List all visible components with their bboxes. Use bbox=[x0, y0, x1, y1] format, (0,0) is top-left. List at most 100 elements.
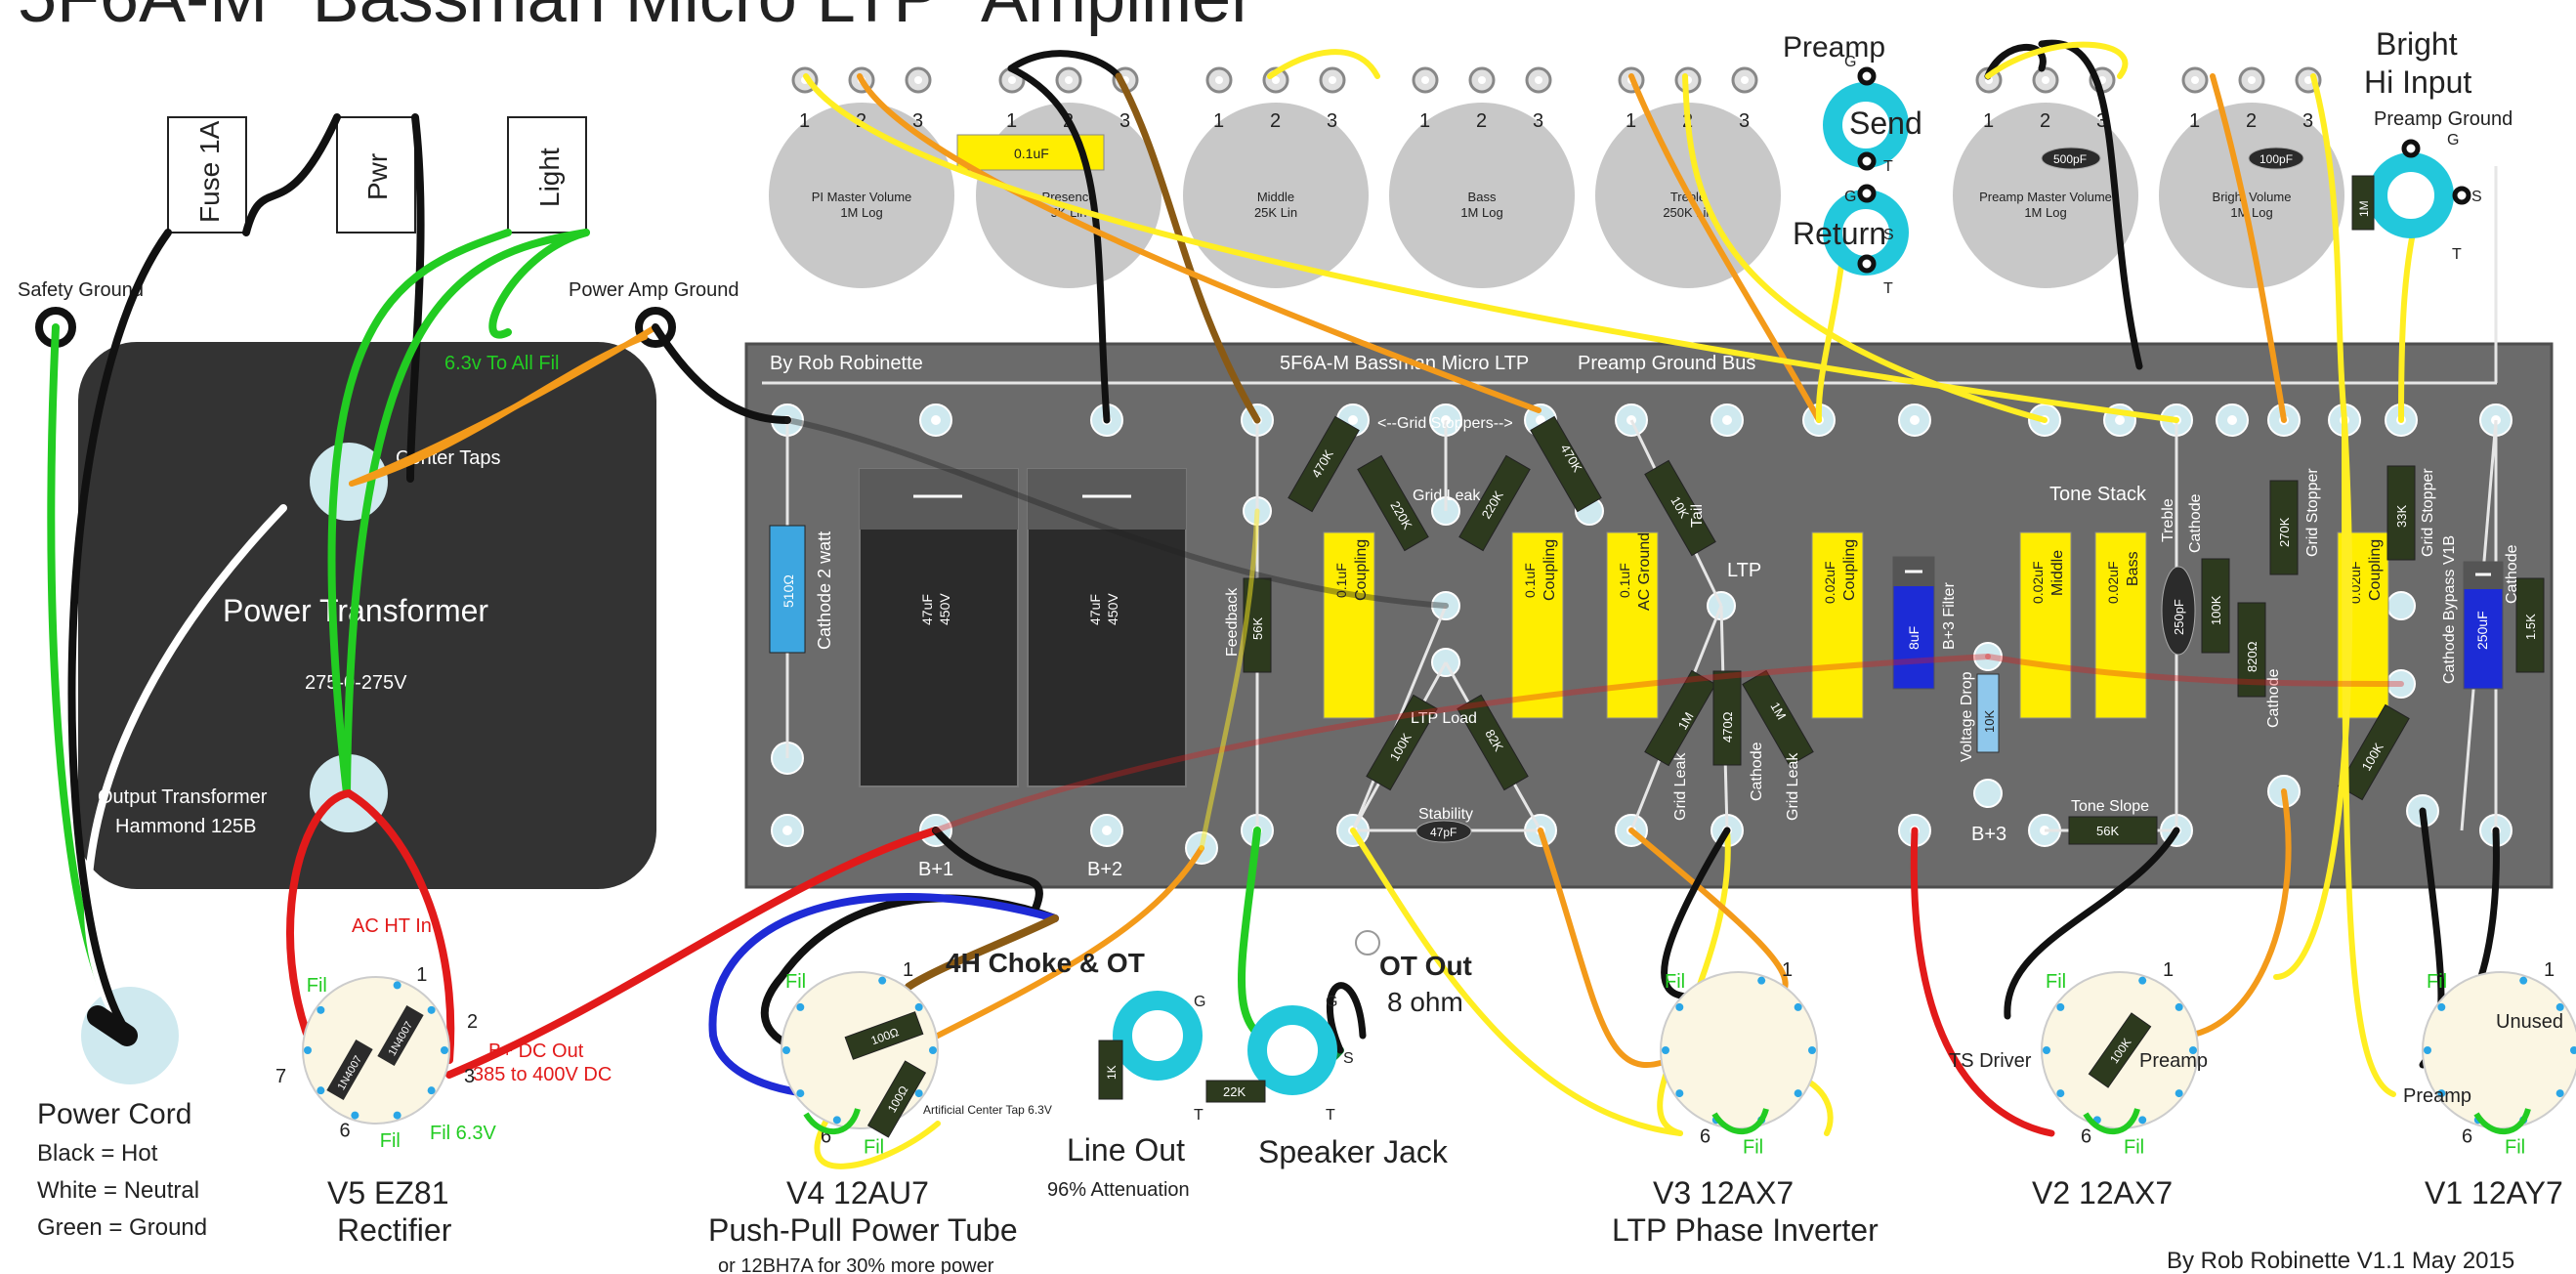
socket-pin bbox=[2437, 1089, 2446, 1098]
fuse-holder: Fuse 1A bbox=[167, 116, 247, 234]
svg-text:B+3: B+3 bbox=[1971, 824, 2006, 845]
svg-text:22K: 22K bbox=[1223, 1084, 1246, 1099]
svg-text:0.02uF: 0.02uF bbox=[1822, 561, 1837, 604]
power-switch: Pwr bbox=[336, 116, 416, 234]
pilot-light: Light bbox=[507, 116, 587, 234]
socket-pin bbox=[2424, 1046, 2431, 1054]
svg-text:Cathode: Cathode bbox=[2504, 544, 2520, 604]
svg-text:Push-Pull Power Tube: Push-Pull Power Tube bbox=[708, 1212, 1018, 1248]
socket-pin bbox=[782, 1046, 790, 1054]
svg-text:G: G bbox=[1326, 994, 1337, 1010]
preamp-master-cap: 500pF bbox=[2041, 147, 2101, 170]
filament-jumper bbox=[2083, 1108, 2140, 1135]
filament-jumper bbox=[803, 1108, 861, 1135]
socket-pin bbox=[2175, 1089, 2183, 1098]
svg-text:or 12BH7A for 30% more power: or 12BH7A for 30% more power bbox=[718, 1255, 994, 1274]
socket-pin-label: Fil bbox=[864, 1137, 884, 1159]
svg-text:Pwr: Pwr bbox=[362, 153, 393, 200]
r510-label: 510Ω bbox=[781, 574, 796, 608]
svg-text:Line Out: Line Out bbox=[1067, 1132, 1185, 1168]
svg-text:Cathode: Cathode bbox=[1749, 742, 1765, 801]
svg-text:4H Choke & OT: 4H Choke & OT bbox=[946, 948, 1145, 978]
svg-text:S: S bbox=[1343, 1050, 1354, 1067]
svg-text:820Ω: 820Ω bbox=[2245, 641, 2259, 672]
socket-pin-label: Fil bbox=[2505, 1137, 2525, 1159]
socket-pin bbox=[2056, 1089, 2065, 1098]
svg-text:T: T bbox=[1194, 1107, 1204, 1124]
svg-text:Tone Stack: Tone Stack bbox=[2049, 484, 2147, 505]
socket-pin bbox=[393, 1111, 401, 1120]
svg-text:Artificial Center Tap 6.3V: Artificial Center Tap 6.3V bbox=[923, 1103, 1052, 1117]
svg-text:56K: 56K bbox=[1250, 617, 1265, 640]
speaker-jack[interactable]: 22K bbox=[1205, 930, 1380, 1103]
svg-text:Coupling: Coupling bbox=[2367, 539, 2384, 601]
pot-value: 1M Log bbox=[2230, 205, 2272, 220]
svg-text:T: T bbox=[1326, 1107, 1335, 1124]
svg-text:0.1uF: 0.1uF bbox=[1014, 146, 1049, 161]
svg-text:<--Grid Stoppers-->: <--Grid Stoppers--> bbox=[1377, 415, 1513, 432]
socket-pin bbox=[2189, 1046, 2197, 1054]
svg-text:V5 EZ81: V5 EZ81 bbox=[327, 1175, 449, 1210]
svg-text:270K: 270K bbox=[2277, 517, 2292, 547]
return-jack[interactable] bbox=[1823, 184, 1909, 276]
power-cord-black: Black = Hot bbox=[37, 1140, 158, 1167]
socket-pin bbox=[317, 1086, 325, 1095]
svg-text:Coupling: Coupling bbox=[1353, 539, 1370, 601]
pot-name: Preamp Master Volume bbox=[1979, 190, 2112, 204]
svg-text:V2 12AX7: V2 12AX7 bbox=[2032, 1175, 2173, 1210]
middle-eyelets bbox=[771, 496, 2439, 828]
pot-name: Middle bbox=[1257, 190, 1294, 204]
pot-name: PI Master Volume bbox=[812, 190, 912, 204]
socket-pin bbox=[929, 1046, 937, 1054]
hi-input-jack[interactable]: 1M bbox=[2351, 139, 2471, 238]
send-jack[interactable] bbox=[1823, 66, 1909, 171]
pot-pin-label: 1 bbox=[1213, 110, 1224, 132]
line-out-jack[interactable]: 1K bbox=[1098, 991, 1203, 1100]
svg-text:0.1uF: 0.1uF bbox=[1333, 563, 1349, 598]
svg-text:0.02uF: 0.02uF bbox=[2030, 561, 2046, 604]
socket-pin-label: 1 bbox=[2163, 959, 2174, 981]
svg-text:250pF: 250pF bbox=[2172, 599, 2186, 635]
socket-pin-label: 6 bbox=[2462, 1125, 2472, 1147]
socket-pin-label: Fil bbox=[2427, 971, 2447, 993]
svg-text:Preamp: Preamp bbox=[1783, 31, 1885, 64]
socket-pin-label: 6 bbox=[2081, 1125, 2091, 1147]
filter-cap-b2: 47uF 450V bbox=[1027, 468, 1187, 787]
tube-sockets: 16FilFil16FilFil16FilFil16FilFil16FilFil… bbox=[275, 959, 2576, 1159]
socket-pin bbox=[2138, 1116, 2147, 1125]
pot-pin-label: 1 bbox=[1419, 110, 1430, 132]
svg-text:1K: 1K bbox=[1105, 1065, 1119, 1080]
socket-pin-label: Fil bbox=[2124, 1137, 2144, 1159]
pot-pin-label: 3 bbox=[1533, 110, 1543, 132]
coupling-cap-2: 0.1uF Coupling bbox=[1511, 531, 1564, 719]
svg-text:470Ω: 470Ω bbox=[1720, 711, 1735, 743]
pot-value: 1M Log bbox=[840, 205, 882, 220]
svg-text:1M: 1M bbox=[2357, 200, 2371, 217]
svg-text:Grid Stopper: Grid Stopper bbox=[2420, 468, 2436, 557]
pot-pin-label: 3 bbox=[2096, 110, 2107, 132]
svg-text:Power Amp Ground: Power Amp Ground bbox=[569, 279, 739, 301]
socket-pin-label: 2 bbox=[467, 1011, 478, 1033]
pot-pin-label: 1 bbox=[2189, 110, 2200, 132]
rectifier-diode bbox=[377, 1005, 424, 1066]
cap-b1-voltage: 450V bbox=[937, 593, 952, 625]
pot-value: 25K Lin bbox=[1254, 205, 1297, 220]
filter-cap-b1: 47uF 450V bbox=[859, 468, 1019, 787]
socket-pin-label: 7 bbox=[275, 1066, 286, 1087]
svg-text:Cathode: Cathode bbox=[2187, 493, 2204, 553]
power-cord-white: White = Neutral bbox=[37, 1177, 199, 1204]
svg-text:Unused: Unused bbox=[2496, 1011, 2563, 1033]
tube-labels: V5 EZ81 Rectifier V4 12AU7 Push-Pull Pow… bbox=[327, 915, 2563, 1274]
svg-text:B+2: B+2 bbox=[1087, 859, 1122, 880]
socket-pin bbox=[351, 1111, 359, 1120]
pot-pin-label: 1 bbox=[1626, 110, 1636, 132]
